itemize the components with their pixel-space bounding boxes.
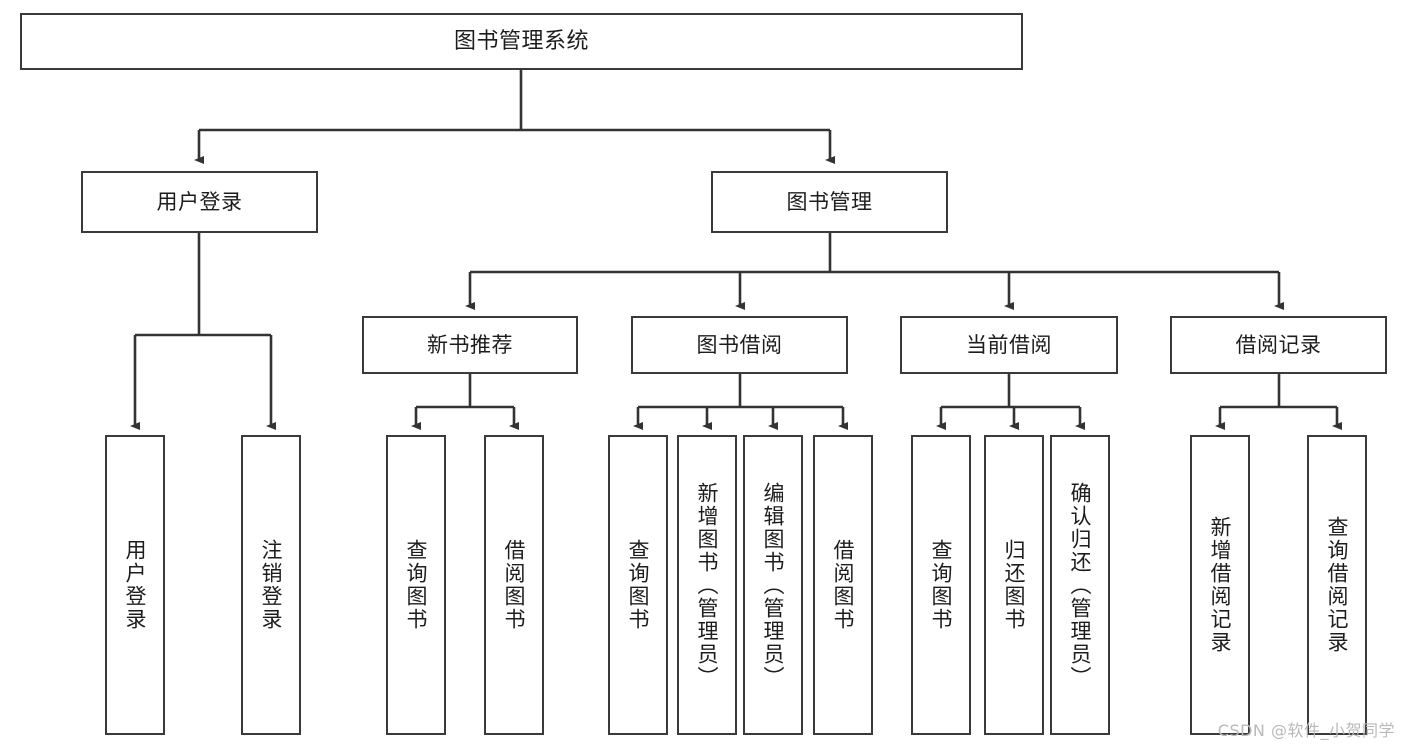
node-leaf-leaf-confirm-return[interactable]: 确认归还（管理员）: [1050, 435, 1110, 735]
node-label: 用户登录: [156, 189, 243, 214]
node-label: 新增图书（管理员）: [695, 481, 720, 689]
edges-userlogin-to-leaves: [130, 233, 276, 430]
node-leaf-leaf-query-record[interactable]: 查询借阅记录: [1307, 435, 1367, 735]
node-level2-book-manage[interactable]: 图书管理: [711, 171, 948, 233]
node-leaf-leaf-add-record[interactable]: 新增借阅记录: [1190, 435, 1250, 735]
node-label: 查询图书: [404, 539, 429, 631]
node-level3-current-borrow[interactable]: 当前借阅: [900, 316, 1118, 374]
node-label: 归还图书: [1002, 539, 1027, 631]
node-label: 新增借阅记录: [1208, 516, 1233, 654]
node-label: 新书推荐: [427, 332, 513, 357]
node-leaf-leaf-query-book-1[interactable]: 查询图书: [386, 435, 446, 735]
node-leaf-leaf-add-book[interactable]: 新增图书（管理员）: [677, 435, 737, 735]
node-level3-new-book-recommend[interactable]: 新书推荐: [362, 316, 578, 374]
node-leaf-leaf-query-book-3[interactable]: 查询图书: [911, 435, 971, 735]
node-label: 借阅记录: [1235, 332, 1322, 357]
node-level3-book-borrow[interactable]: 图书借阅: [631, 316, 848, 374]
node-leaf-leaf-return-book[interactable]: 归还图书: [984, 435, 1044, 735]
node-label: 查询图书: [626, 539, 651, 631]
node-label: 用户登录: [123, 539, 148, 631]
edges-bookborrow-to-leaves: [633, 374, 848, 430]
node-label: 借阅图书: [831, 539, 856, 631]
edges-newbook-to-leaves: [411, 374, 519, 430]
node-leaf-leaf-logout-login[interactable]: 注销登录: [241, 435, 301, 735]
node-label: 借阅图书: [502, 539, 527, 631]
edges-currentborrow-to-leaves: [936, 374, 1085, 430]
edges-bookmanage-to-level3: [465, 233, 1284, 310]
node-leaf-leaf-borrow-book-2[interactable]: 借阅图书: [813, 435, 873, 735]
node-root-root[interactable]: 图书管理系统: [20, 13, 1023, 70]
node-label: 图书管理系统: [453, 28, 589, 54]
node-label: 查询图书: [929, 539, 954, 631]
node-level2-user-login[interactable]: 用户登录: [81, 171, 318, 233]
node-leaf-leaf-query-book-2[interactable]: 查询图书: [608, 435, 668, 735]
node-label: 图书借阅: [696, 332, 783, 357]
node-level3-borrow-record[interactable]: 借阅记录: [1170, 316, 1387, 374]
node-leaf-leaf-borrow-book-1[interactable]: 借阅图书: [484, 435, 544, 735]
node-label: 查询借阅记录: [1325, 516, 1350, 654]
edges-root-to-level2: [194, 70, 835, 164]
node-label: 编辑图书（管理员）: [761, 481, 786, 689]
node-leaf-leaf-edit-book[interactable]: 编辑图书（管理员）: [743, 435, 803, 735]
node-label: 确认归还（管理员）: [1068, 481, 1093, 689]
node-label: 图书管理: [786, 189, 873, 214]
node-leaf-leaf-user-login[interactable]: 用户登录: [105, 435, 165, 735]
node-label: 注销登录: [259, 539, 284, 631]
edges-borrowrecord-to-leaves: [1215, 374, 1342, 430]
node-label: 当前借阅: [966, 332, 1052, 357]
